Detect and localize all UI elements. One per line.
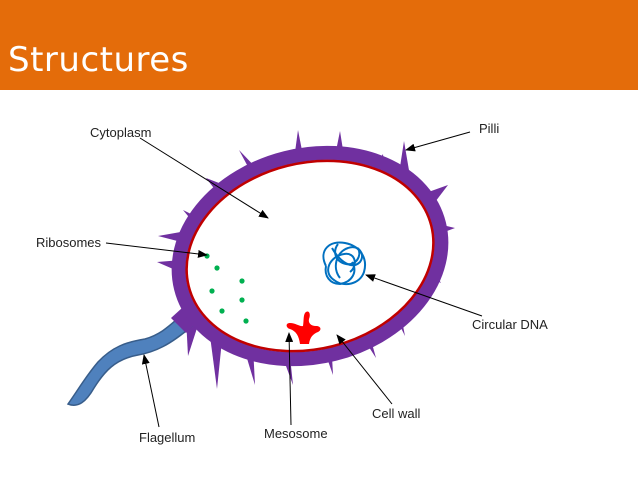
leader-lines [105,131,483,428]
label-pilli: Pilli [479,121,499,136]
flagellum-base [171,308,196,333]
cell-wall [171,145,449,367]
label-cell-wall: Cell wall [372,406,421,421]
pilli-arrow [405,131,471,152]
ribosome [209,288,215,294]
label-flagellum: Flagellum [139,430,195,445]
circular-dna [322,241,366,286]
slide-title: Structures [8,40,189,80]
label-circular-dna: Circular DNA [472,317,548,332]
mesosome-arrow [285,332,294,426]
label-mesosome: Mesosome [264,426,328,441]
cell-membrane [185,159,435,353]
ribosome [239,297,245,303]
title-bar [0,0,638,90]
ribosome [243,318,249,324]
label-cytoplasm: Cytoplasm [90,125,151,140]
ribosome [239,278,245,284]
pilus-13 [210,336,222,389]
label-ribosomes: Ribosomes [36,235,102,250]
ribosome [204,253,210,259]
cell-wall-arrow [336,334,393,405]
cytoplasm-arrow [139,137,269,219]
ribosome [219,308,225,314]
mesosome [286,311,321,344]
ribosome [214,265,220,271]
flagellum [66,312,194,406]
ribosomes-arrow [105,242,208,258]
flagellum-arrow [141,354,160,428]
circular-dna-arrow [365,274,483,317]
